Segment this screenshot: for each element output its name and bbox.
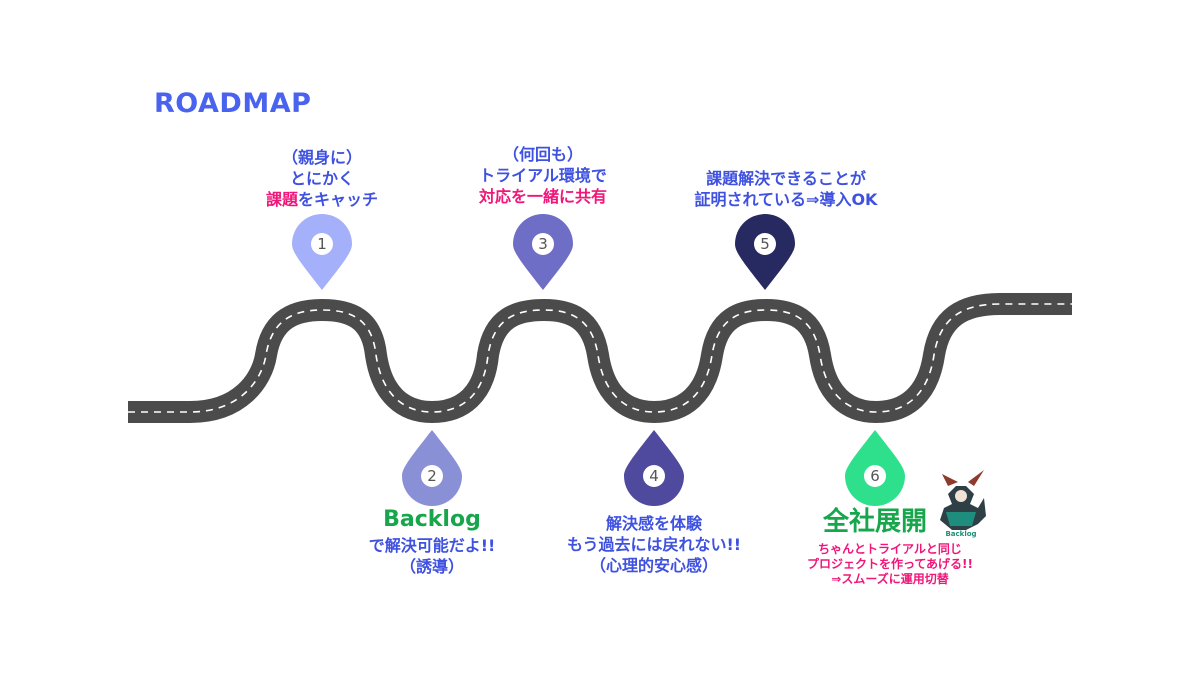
road-lane-markings xyxy=(128,303,1072,413)
step-4-line: 解決感を体験 xyxy=(605,514,702,533)
step-5-line: 課題解決できることが xyxy=(706,169,866,188)
pin-6: 6 xyxy=(845,430,905,506)
step-2-line: で解決可能だよ!! xyxy=(368,536,496,555)
step-1-highlight: 課題 xyxy=(265,190,298,209)
step-3-caption: （何回も） トライアル環境で 対応を一緒に共有 xyxy=(458,144,628,207)
step-6-caption: ちゃんとトライアルと同じ プロジェクトを作ってあげる!! ⇒スムーズに運用切替 xyxy=(790,542,990,587)
step-2-brand: Backlog xyxy=(383,507,481,532)
step-1-caption: （親身に） とにかく 課題をキャッチ xyxy=(252,147,392,210)
step-6-line: ちゃんとトライアルと同じ xyxy=(818,542,962,556)
step-6-line: プロジェクトを作ってあげる!! xyxy=(807,557,973,571)
step-1-line: 課題をキャッチ xyxy=(252,189,392,210)
step-5-caption: 課題解決できることが 証明されている⇒導入OK xyxy=(666,168,906,210)
pin-number: 2 xyxy=(427,467,437,485)
pin-number: 1 xyxy=(317,235,327,253)
step-6-heading-box: 全社展開 xyxy=(800,506,950,538)
step-2-caption: Backlog で解決可能だよ!! （誘導） xyxy=(352,505,512,577)
step-3-line: （何回も） xyxy=(502,145,583,164)
step-6-heading: 全社展開 xyxy=(822,507,927,537)
pin-number: 5 xyxy=(760,235,770,253)
pin-5: 5 xyxy=(735,214,795,290)
pin-2: 2 xyxy=(402,430,462,506)
step-3-highlight: 対応を一緒に共有 xyxy=(478,187,607,206)
pin-3: 3 xyxy=(513,214,573,290)
page-title: ROADMAP xyxy=(154,88,312,119)
step-6-line: ⇒スムーズに運用切替 xyxy=(831,572,949,586)
pin-number: 4 xyxy=(649,467,659,485)
step-1-tail: をキャッチ xyxy=(298,190,379,209)
step-1-line: とにかく xyxy=(289,169,354,188)
pin-4: 4 xyxy=(624,430,684,506)
step-4-caption: 解決感を体験 もう過去には戻れない!! （心理的安心感） xyxy=(554,513,754,576)
step-2-line: （誘導） xyxy=(399,557,464,576)
pin-number: 3 xyxy=(538,235,548,253)
step-5-line: 証明されている⇒導入OK xyxy=(694,190,878,209)
step-3-line: トライアル環境で xyxy=(479,166,607,185)
road xyxy=(128,293,1072,423)
pin-number: 6 xyxy=(870,467,880,485)
step-1-line: （親身に） xyxy=(281,148,362,167)
mascot-logo-text: Backlog xyxy=(945,530,976,538)
mascot-image: Backlog xyxy=(940,470,986,538)
pin-1: 1 xyxy=(292,214,352,290)
step-4-line: もう過去には戻れない!! xyxy=(566,535,742,554)
step-4-line: （心理的安心感） xyxy=(589,556,718,575)
